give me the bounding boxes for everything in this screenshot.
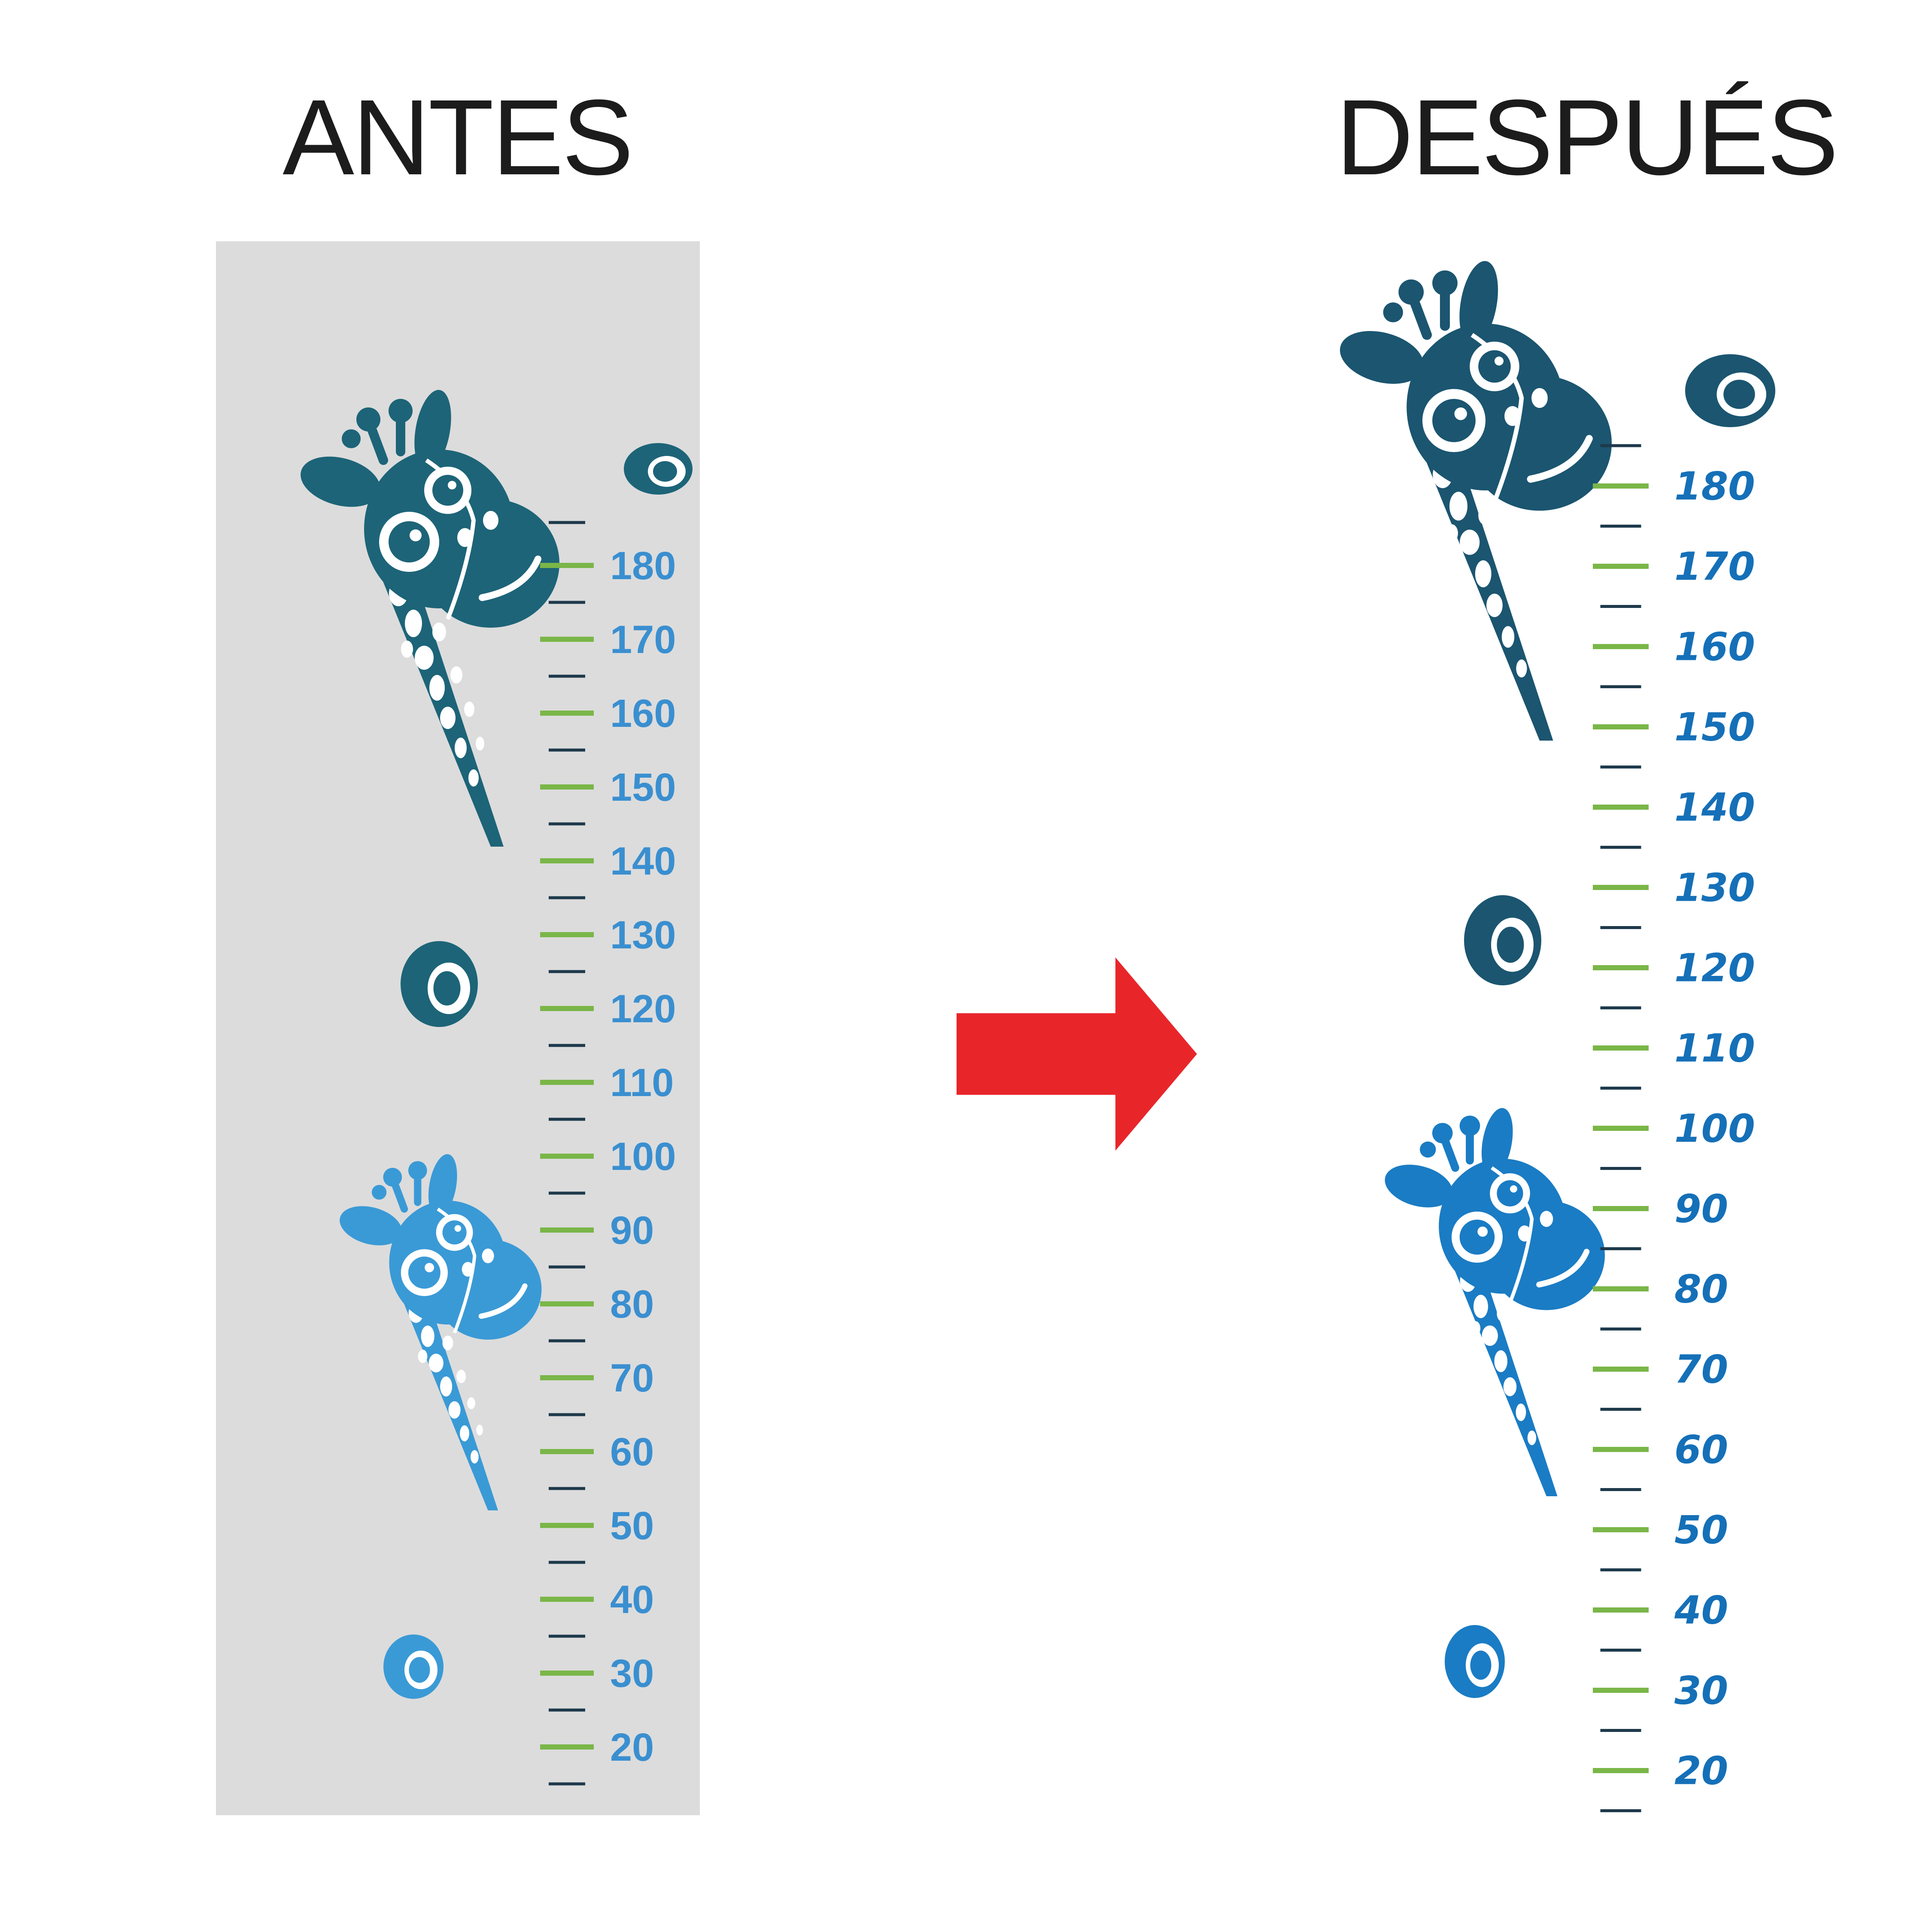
height-label: 80 [610,1282,654,1326]
height-label: 180 [1674,464,1755,509]
height-label: 50 [610,1504,654,1548]
height-label: 20 [1674,1749,1728,1794]
giraffe-head-icon [1385,1108,1605,1496]
height-label: 50 [1674,1508,1728,1553]
height-label: 90 [610,1209,654,1252]
height-label: 40 [610,1578,654,1622]
height-label: 150 [1674,705,1755,750]
height-label: 70 [1674,1347,1728,1392]
after-panel: 180 170 160 150 140 130 120 110 100 90 80 70 60 50 40 3… [1340,261,1775,1812]
height-label: 120 [1674,946,1755,991]
giraffe-spot-icon [383,443,693,1699]
height-ruler: 180 170 160 150 140 130 120 110 100 90 80 70 60 50 40 3… [1593,444,1755,1812]
height-label: 100 [610,1135,676,1179]
giraffe-head-icon [1340,261,1612,741]
height-ruler: 180 170 160 150 140 130 120 110 100 90 80 70 60 50 40 3… [540,521,676,1786]
height-label: 70 [610,1356,654,1400]
giraffe-head-icon [340,1154,542,1510]
height-label: 30 [610,1652,654,1695]
height-label: 160 [610,692,676,735]
height-label: 120 [610,987,676,1031]
height-label: 160 [1674,625,1755,670]
height-label: 140 [610,839,676,883]
before-title: ANTES [283,77,634,197]
before-panel: 180 170 160 150 140 130 120 110 100 90 80 70 60 50 40 3… [216,241,700,1815]
height-label: 100 [1674,1106,1755,1151]
height-label: 30 [1674,1668,1728,1713]
height-label: 60 [610,1430,654,1474]
height-label: 20 [610,1725,654,1769]
height-label: 40 [1674,1588,1728,1633]
giraffe-head-icon [301,390,559,847]
height-label: 60 [1674,1428,1728,1473]
height-label: 130 [1674,866,1755,911]
height-label: 80 [1674,1267,1728,1312]
giraffe-spot-icon [1445,354,1775,1698]
height-label: 150 [610,766,676,809]
after-title: DESPUÉS [1336,77,1839,197]
height-label: 110 [1674,1026,1755,1071]
height-label: 90 [1674,1187,1728,1232]
height-label: 170 [610,618,676,662]
height-label: 130 [610,913,676,957]
height-label: 180 [610,544,676,588]
right-arrow-icon [957,957,1197,1151]
height-label: 140 [1674,785,1755,830]
height-label: 170 [1674,544,1755,589]
height-label: 110 [610,1061,674,1105]
